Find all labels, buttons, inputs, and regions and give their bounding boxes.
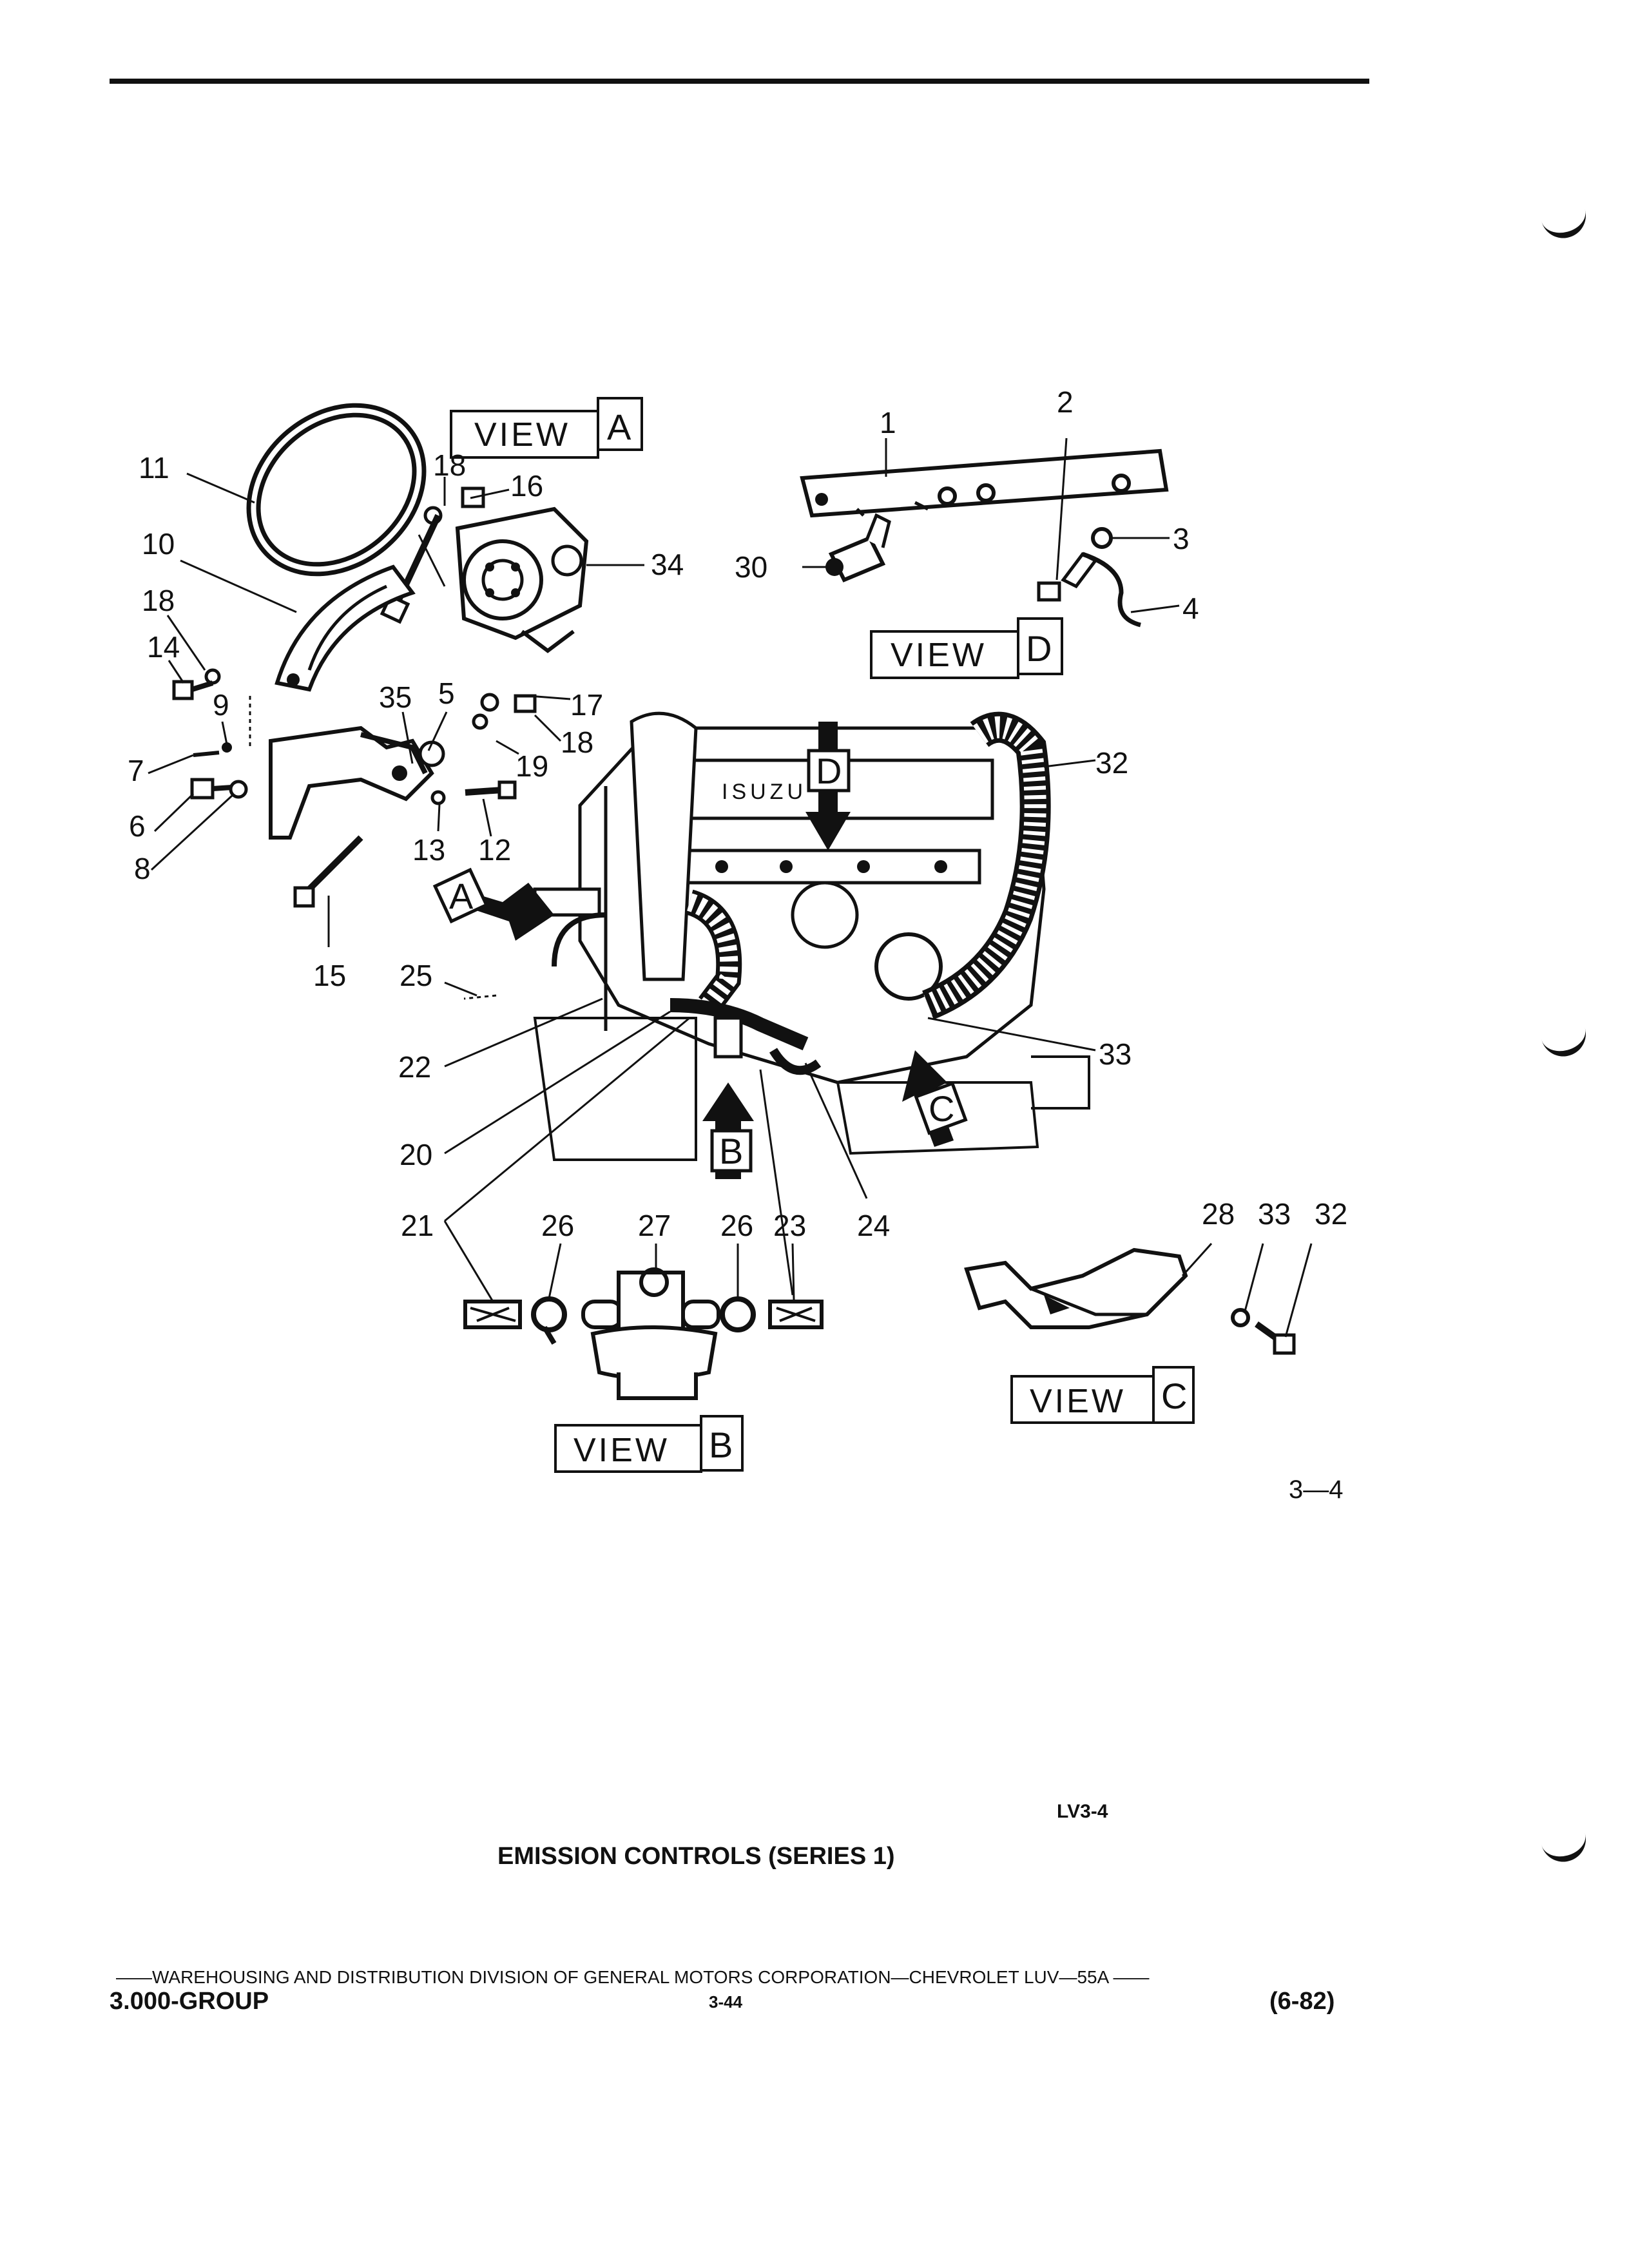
- callout-20: 20: [400, 1138, 432, 1171]
- view-d-word: VIEW: [891, 637, 987, 674]
- manifold-pipe-part: [800, 448, 1169, 518]
- callout-22: 22: [398, 1050, 431, 1084]
- air-pump-part: [455, 506, 589, 653]
- callout-12: 12: [478, 833, 511, 867]
- callout-27: 27: [638, 1209, 671, 1242]
- callout-17-mid: 17: [570, 688, 603, 722]
- callout-17-top: 16: [510, 469, 543, 503]
- callout-25: 25: [400, 959, 432, 992]
- callout-18-left: 18: [142, 584, 175, 617]
- callout-23: 23: [773, 1209, 806, 1242]
- top-rule: [110, 79, 1369, 84]
- arrow-a: A: [432, 867, 554, 941]
- callout-28: 30: [735, 550, 767, 584]
- small-bolts-left: [172, 668, 248, 800]
- footer-group: 3.000-GROUP: [110, 1988, 269, 2015]
- callout-9: 9: [213, 688, 229, 722]
- belt-part: [246, 403, 427, 577]
- callout-18-mid: 18: [561, 726, 593, 759]
- view-c-letter: C: [1161, 1376, 1187, 1416]
- callout-26-right: 26: [720, 1209, 753, 1242]
- bolts-right-of-bracket: [293, 693, 537, 908]
- figure-ref: 3—4: [1289, 1475, 1344, 1504]
- footer-date: (6-82): [1269, 1988, 1335, 2015]
- callout-15: 15: [313, 959, 346, 992]
- callout-24: 24: [857, 1209, 890, 1242]
- view-c-parts: [964, 1247, 1296, 1355]
- fitting-2-3-4-part: [1037, 527, 1141, 628]
- valve-28-part: [825, 513, 891, 582]
- callout-13: 13: [412, 833, 445, 867]
- callout-14: 14: [147, 630, 180, 664]
- footer-publisher-line: ——WAREHOUSING AND DISTRIBUTION DIVISION …: [116, 1967, 1150, 1987]
- callout-numbers: 11 10 18 14 9 7 6 8 35 5 17 18 19 13 12 …: [128, 385, 1347, 1242]
- callout-35: 35: [379, 680, 412, 714]
- view-a-box: VIEW A: [450, 397, 643, 459]
- callout-3: 3: [1173, 522, 1190, 555]
- view-d-letter: D: [1026, 628, 1052, 669]
- view-b-parts: [463, 1267, 824, 1400]
- callout-26-left: 26: [541, 1209, 574, 1242]
- callout-18-top: 18: [433, 448, 466, 482]
- arrow-a-letter: A: [449, 876, 474, 916]
- arrow-d: D: [805, 722, 851, 850]
- callout-29: 28: [1202, 1197, 1235, 1231]
- callout-1: 1: [880, 406, 896, 439]
- view-c-box: VIEW C: [1010, 1366, 1195, 1424]
- view-a-letter: A: [607, 407, 631, 447]
- callout-7: 7: [128, 754, 144, 787]
- callout-10: 10: [142, 527, 175, 561]
- callout-32-label: 32: [1315, 1197, 1347, 1231]
- bracket-35-part: [269, 726, 445, 840]
- doc-ref: LV3-4: [1057, 1801, 1108, 1822]
- arrow-b: B: [702, 1082, 754, 1179]
- callout-31: 33: [1099, 1037, 1132, 1071]
- leader-lines: [148, 437, 1313, 1338]
- engine-badge: ISUZU: [722, 780, 807, 804]
- hose-30-part: [921, 711, 1051, 1020]
- arrow-c-letter: C: [929, 1088, 954, 1129]
- callout-8: 8: [134, 852, 151, 885]
- view-b-letter: B: [709, 1425, 733, 1465]
- view-b-word: VIEW: [574, 1432, 670, 1469]
- arrow-b-letter: B: [719, 1131, 743, 1171]
- doc-title: EMISSION CONTROLS (SERIES 1): [497, 1843, 895, 1870]
- callout-2: 2: [1057, 385, 1074, 419]
- bracket-10-part: [275, 564, 416, 692]
- callout-21: 21: [401, 1209, 434, 1242]
- callout-30: 32: [1095, 746, 1128, 780]
- callout-34: 34: [651, 548, 684, 581]
- view-b-box: VIEW B: [554, 1415, 744, 1473]
- view-c-word: VIEW: [1030, 1383, 1126, 1420]
- arrow-d-letter: D: [816, 751, 842, 791]
- view-d-box: VIEW D: [870, 617, 1063, 679]
- arrow-c: C: [902, 1050, 968, 1147]
- callout-6: 6: [129, 809, 146, 843]
- callout-4: 4: [1182, 591, 1199, 625]
- footer-page-number: 3-44: [709, 1992, 743, 2012]
- callout-5: 5: [438, 677, 455, 710]
- callout-19: 19: [516, 749, 548, 783]
- callout-33-label: 33: [1258, 1197, 1291, 1231]
- callout-11: 11: [139, 451, 169, 485]
- view-a-word: VIEW: [474, 416, 570, 454]
